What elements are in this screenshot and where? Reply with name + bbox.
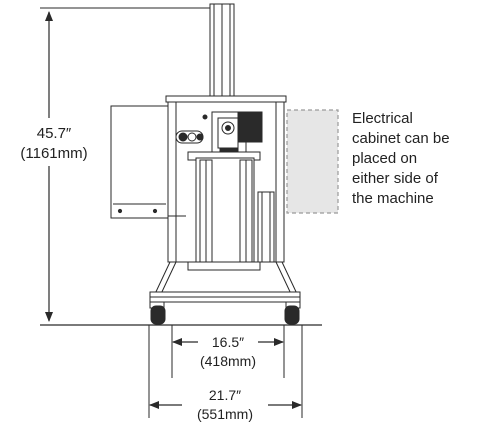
note-line: Electrical bbox=[352, 110, 413, 127]
control-buttons bbox=[175, 130, 204, 144]
outer-width-imperial: 21.7″ bbox=[208, 387, 242, 403]
base-frame bbox=[149, 261, 301, 303]
note-line: either side of bbox=[352, 170, 438, 187]
height-metric: (1161mm) bbox=[20, 145, 88, 162]
height-imperial: 45.7″ bbox=[36, 125, 72, 142]
drive-head bbox=[202, 111, 263, 155]
height-dimension-label: 45.7″ (1161mm) bbox=[14, 124, 94, 164]
left-side-panel bbox=[110, 105, 169, 219]
left-caster bbox=[149, 301, 166, 325]
outer-width-metric: (551mm) bbox=[196, 406, 253, 422]
outer-width-label: 21.7″ (551mm) bbox=[185, 386, 265, 424]
mast bbox=[209, 3, 235, 101]
inner-width-imperial: 16.5″ bbox=[211, 334, 245, 350]
electrical-cabinet-placeholder bbox=[286, 109, 339, 214]
note-line: cabinet can be bbox=[352, 130, 450, 147]
right-caster bbox=[284, 301, 301, 325]
note-line: the machine bbox=[352, 190, 434, 207]
inner-width-metric: (418mm) bbox=[199, 353, 256, 369]
note-line: placed on bbox=[352, 150, 418, 167]
inner-width-label: 16.5″ (418mm) bbox=[188, 333, 268, 371]
right-guard bbox=[257, 191, 275, 263]
coil-drum bbox=[187, 151, 261, 271]
electrical-cabinet-note: Electrical cabinet can be placed on eith… bbox=[352, 109, 450, 209]
